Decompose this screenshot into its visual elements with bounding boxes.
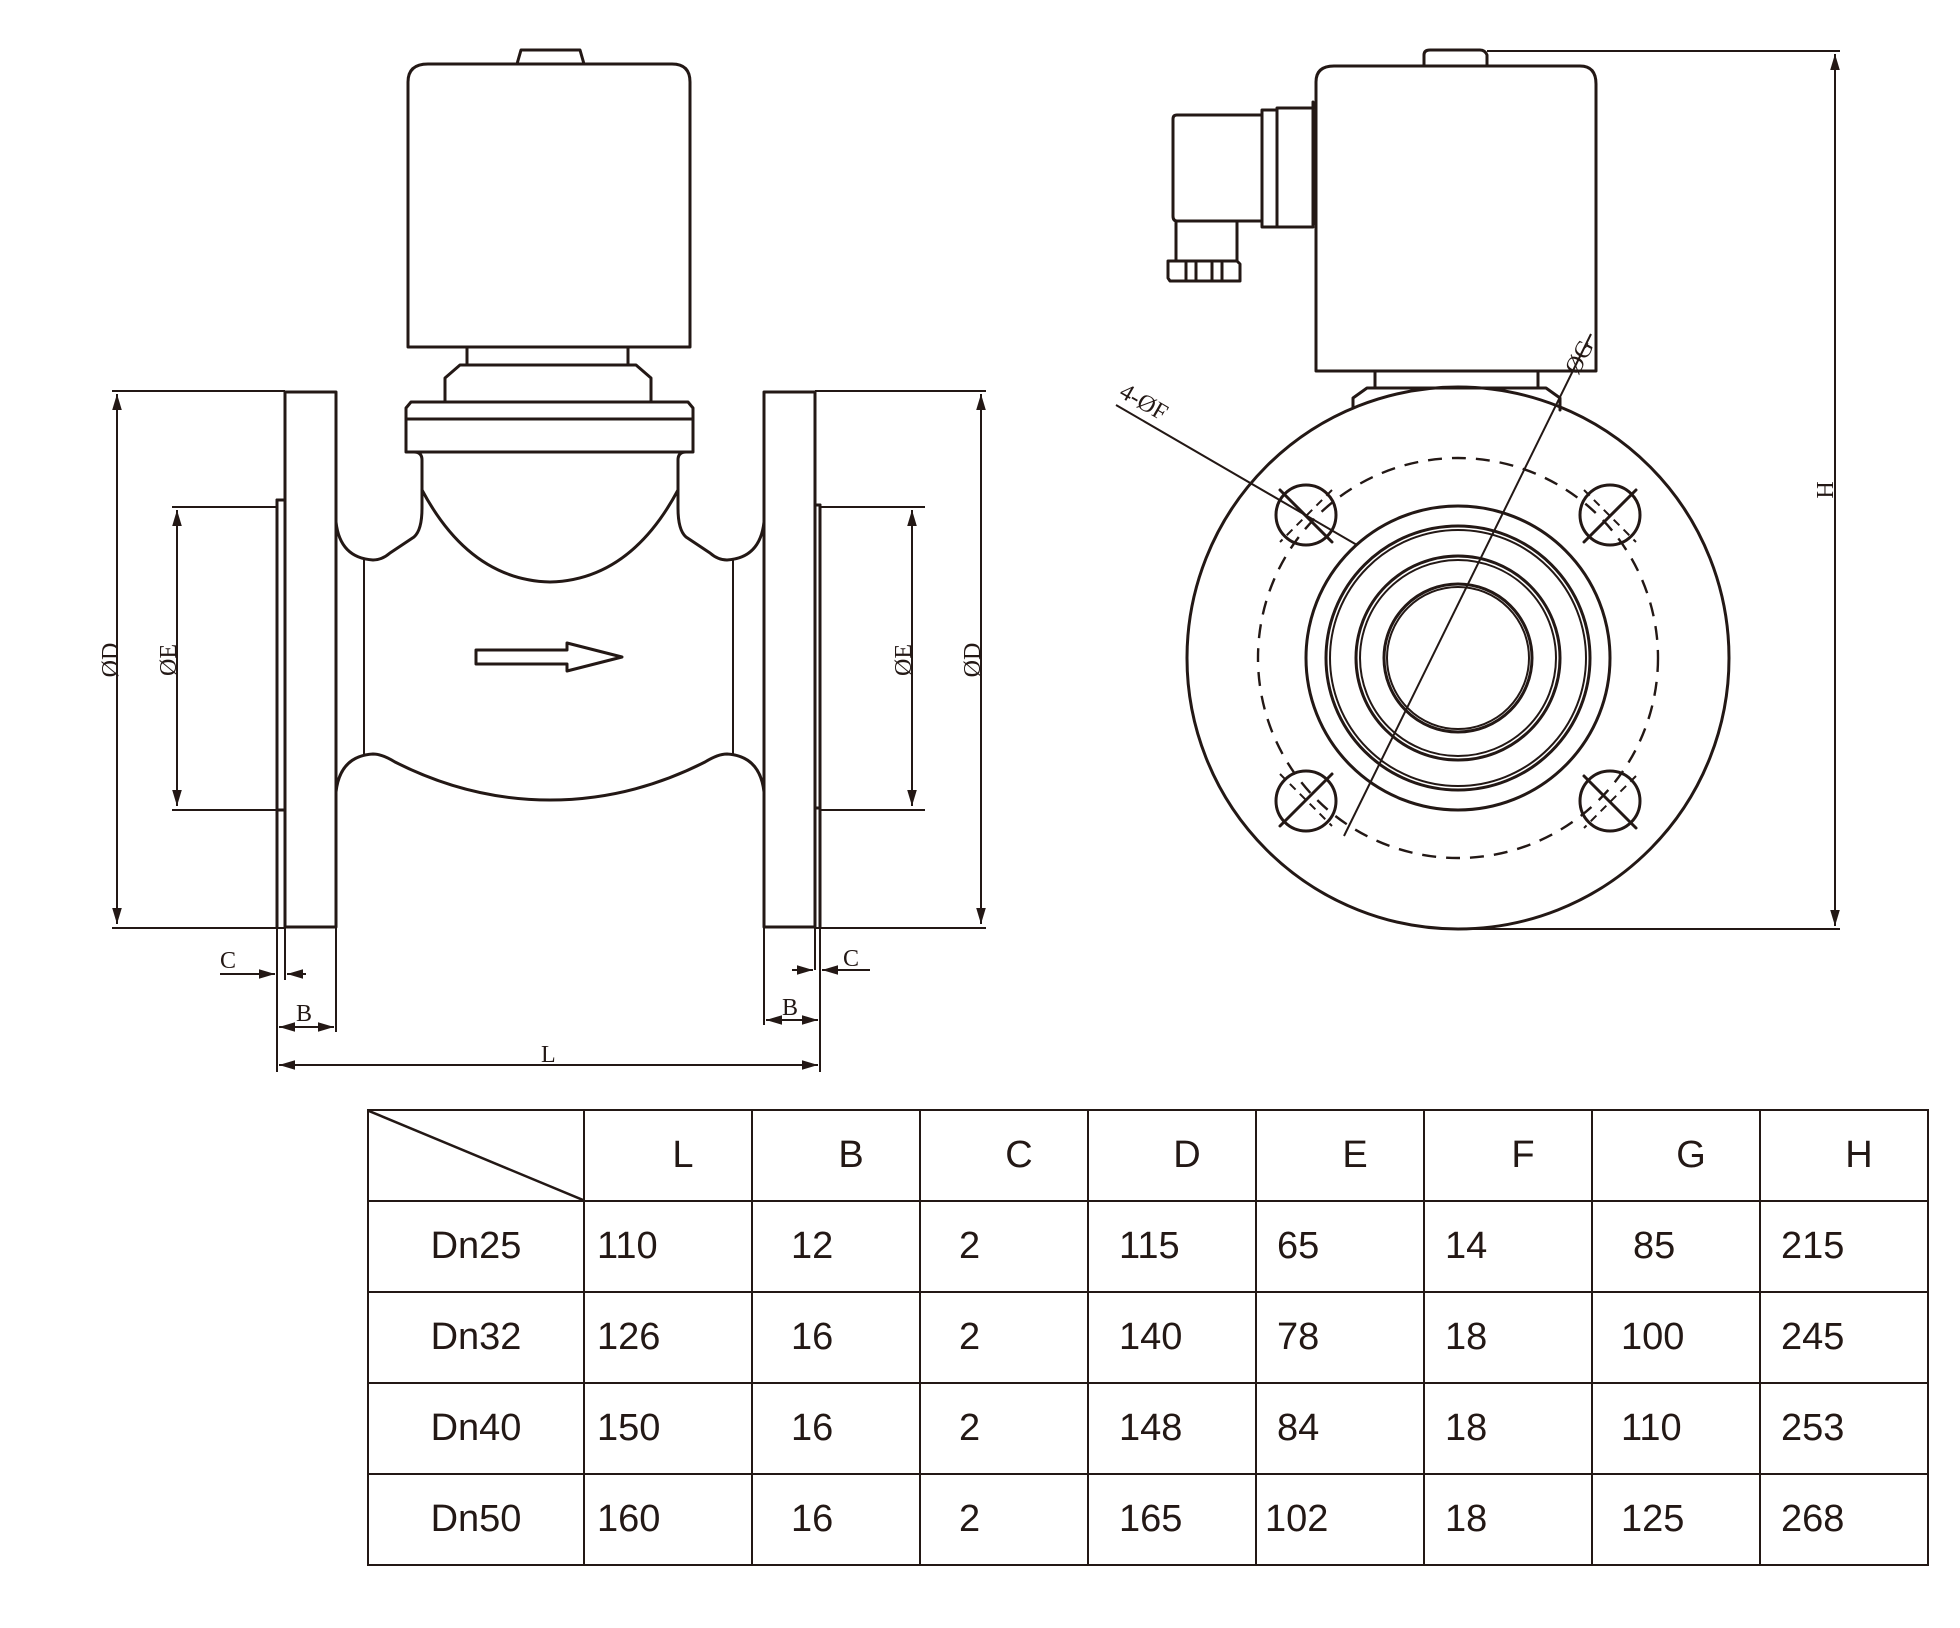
- bolt-hole: [1578, 483, 1642, 547]
- bolt-hole: [1274, 769, 1338, 833]
- table-header-row: L B C D E F G H: [367, 1109, 1929, 1202]
- bolt-hole: [1274, 483, 1338, 547]
- side-view: 4-ØF ØG H: [1115, 48, 1840, 931]
- table-corner-cell: [367, 1109, 585, 1202]
- cell-g: 85: [1591, 1200, 1761, 1293]
- cell-f: 18: [1423, 1382, 1593, 1475]
- cell-f: 14: [1423, 1200, 1593, 1293]
- flange-left: [283, 390, 338, 929]
- solenoid-coil: [1314, 64, 1598, 373]
- cell-c: 2: [919, 1382, 1089, 1475]
- label-bolt-holes: 4-ØF: [1115, 379, 1172, 427]
- bolt-hole: [1578, 769, 1642, 833]
- coil-neck: [465, 345, 630, 367]
- flange-right: [762, 390, 817, 929]
- cell-e: 84: [1255, 1382, 1425, 1475]
- cell-d: 140: [1087, 1291, 1257, 1384]
- valve-body-bottom: [334, 752, 766, 802]
- bonnet-flange: [404, 400, 695, 454]
- column-header-b: B: [751, 1109, 921, 1202]
- label-c-right: C: [843, 946, 859, 972]
- cell-e: 78: [1255, 1291, 1425, 1384]
- cell-d: 165: [1087, 1473, 1257, 1566]
- column-header-d: D: [1087, 1109, 1257, 1202]
- column-header-g: G: [1591, 1109, 1761, 1202]
- cell-f: 18: [1423, 1473, 1593, 1566]
- cell-b: 16: [751, 1473, 921, 1566]
- valve-body-top: [334, 450, 766, 584]
- cell-b: 12: [751, 1200, 921, 1293]
- raised-face: [1304, 504, 1612, 812]
- flow-arrow-icon: [474, 641, 624, 673]
- row-header-size: Dn25: [367, 1200, 585, 1293]
- column-header-h: H: [1759, 1109, 1929, 1202]
- row-header-size: Dn50: [367, 1473, 585, 1566]
- label-h: H: [1813, 481, 1839, 498]
- label-b-right: B: [782, 995, 798, 1021]
- label-l: L: [541, 1042, 556, 1068]
- bonnet-nut: [1351, 386, 1562, 412]
- coil-cap: [1422, 48, 1489, 68]
- flange-outer: [1185, 385, 1731, 931]
- cell-b: 16: [751, 1291, 921, 1384]
- cell-b: 16: [751, 1382, 921, 1475]
- label-od-right: ØD: [960, 643, 986, 678]
- column-header-c: C: [919, 1109, 1089, 1202]
- table-row: Dn50 160 16 2 165 102 18 125 268: [367, 1473, 1929, 1566]
- cell-d: 115: [1087, 1200, 1257, 1293]
- table-row: Dn40 150 16 2 148 84 18 110 253: [367, 1382, 1929, 1475]
- cell-g: 125: [1591, 1473, 1761, 1566]
- label-c-left: C: [220, 948, 236, 974]
- bolt-circle: [1256, 456, 1660, 860]
- label-oe-left: ØE: [156, 644, 182, 676]
- label-oe-right: ØE: [891, 644, 917, 676]
- cell-c: 2: [919, 1200, 1089, 1293]
- bore: [1382, 582, 1534, 734]
- cell-f: 18: [1423, 1291, 1593, 1384]
- label-od-left: ØD: [98, 643, 124, 678]
- row-header-size: Dn32: [367, 1291, 585, 1384]
- column-header-f: F: [1423, 1109, 1593, 1202]
- label-b-left: B: [296, 1001, 312, 1027]
- cell-e: 102: [1255, 1473, 1425, 1566]
- coil-cap: [515, 48, 586, 66]
- cell-h: 253: [1759, 1382, 1929, 1475]
- column-header-l: L: [583, 1109, 753, 1202]
- table-row: Dn25 110 12 2 115 65 14 85 215: [367, 1200, 1929, 1293]
- row-header-size: Dn40: [367, 1382, 585, 1475]
- cell-g: 110: [1591, 1382, 1761, 1475]
- cell-h: 245: [1759, 1291, 1929, 1384]
- cell-d: 148: [1087, 1382, 1257, 1475]
- cell-l: 126: [583, 1291, 753, 1384]
- cell-c: 2: [919, 1291, 1089, 1384]
- cell-l: 160: [583, 1473, 753, 1566]
- column-header-e: E: [1255, 1109, 1425, 1202]
- front-view: ØD ØE ØE ØD C C B B: [98, 48, 986, 1072]
- bonnet-nut: [443, 363, 653, 404]
- bolt-holes: [1274, 483, 1642, 833]
- solenoid-coil: [406, 62, 692, 349]
- cable-connector: [1166, 100, 1316, 283]
- cell-l: 150: [583, 1382, 753, 1475]
- cell-c: 2: [919, 1473, 1089, 1566]
- cell-e: 65: [1255, 1200, 1425, 1293]
- coil-neck: [1373, 369, 1540, 390]
- cell-l: 110: [583, 1200, 753, 1293]
- table-row: Dn32 126 16 2 140 78 18 100 245: [367, 1291, 1929, 1384]
- cell-h: 268: [1759, 1473, 1929, 1566]
- cell-g: 100: [1591, 1291, 1761, 1384]
- dimension-table: L B C D E F G H Dn25 110 12 2 115 65 14 …: [367, 1109, 1929, 1566]
- cell-h: 215: [1759, 1200, 1929, 1293]
